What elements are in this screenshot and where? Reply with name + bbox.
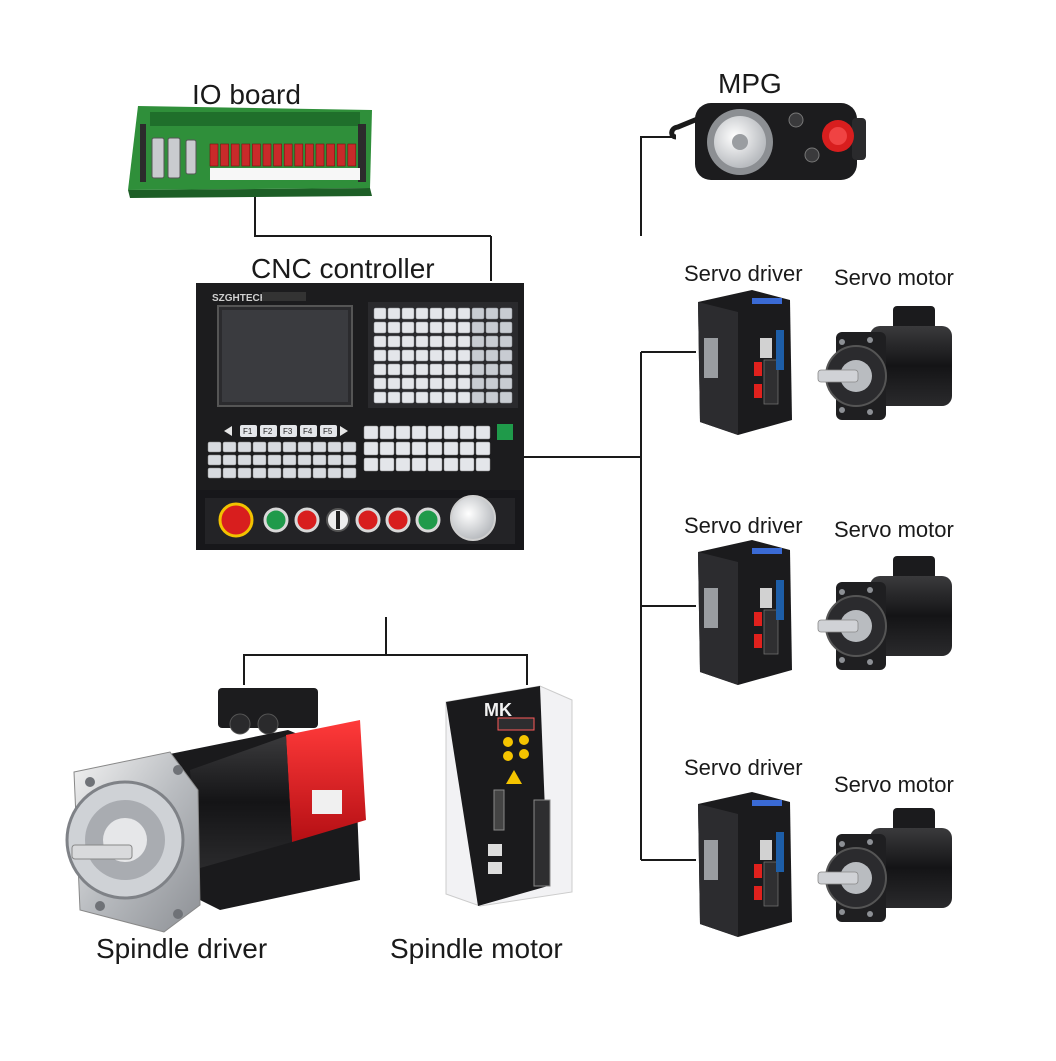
function-key — [320, 425, 337, 437]
servo-motor-image — [817, 306, 952, 420]
servo-driver-image — [698, 792, 792, 937]
controller-keypad — [373, 307, 513, 404]
label-servo-motor: Servo motor — [834, 517, 954, 542]
label-spindle-motor: Spindle motor — [390, 933, 563, 964]
function-key-label: F4 — [303, 427, 313, 436]
function-key-label: F5 — [323, 427, 333, 436]
connection-lines — [243, 136, 696, 861]
function-key-label: F2 — [263, 427, 273, 436]
cooling-fan-icon — [704, 338, 718, 378]
label-servo-driver: Servo driver — [684, 513, 803, 538]
servo-group: Servo driver Servo motor — [684, 513, 954, 685]
function-key — [280, 425, 297, 437]
estop-icon — [218, 502, 254, 538]
function-key-row: F1 F2 F3 F4 F5 — [224, 425, 348, 437]
label-mpg: MPG — [718, 68, 782, 99]
spindle-drive-brand: MK — [484, 700, 512, 720]
line-io-board-to-controller — [254, 190, 491, 237]
spindle-drive-image: MK — [445, 685, 573, 907]
spindle-motor-image — [65, 688, 366, 933]
function-key-label: F3 — [283, 427, 293, 436]
label-servo-driver: Servo driver — [684, 755, 803, 780]
label-io-board: IO board — [192, 79, 301, 110]
motor-red-cover — [286, 720, 366, 842]
function-key — [260, 425, 277, 437]
function-key — [240, 425, 257, 437]
spindle-override-knob-icon — [450, 495, 496, 541]
mpg-pendant — [669, 103, 866, 180]
servo-motor-image — [817, 808, 952, 922]
io-board — [128, 106, 372, 198]
line-spindle-branch — [243, 654, 528, 685]
function-key — [300, 425, 317, 437]
label-servo-driver: Servo driver — [684, 261, 803, 286]
label-servo-motor: Servo motor — [834, 772, 954, 797]
servo-motor-image — [817, 556, 952, 670]
cnc-controller: SZGHTECH F1 F2 F3 F4 F5 — [196, 283, 524, 550]
label-spindle-driver: Spindle driver — [96, 933, 267, 964]
servo-group: Servo driver Servo motor — [684, 261, 954, 435]
controller-lower-keys — [207, 425, 491, 479]
relay-row — [209, 143, 357, 167]
cooling-fan-icon — [704, 588, 718, 628]
label-servo-motor: Servo motor — [834, 265, 954, 290]
servo-driver-image — [698, 290, 792, 435]
line-mpg-to-controller — [640, 136, 676, 236]
cnc-brand-text: SZGHTECH — [212, 293, 267, 304]
cooling-fan-icon — [704, 840, 718, 880]
servo-driver-image — [698, 540, 792, 685]
function-key-label: F1 — [243, 427, 253, 436]
label-cnc-controller: CNC controller — [251, 253, 435, 284]
